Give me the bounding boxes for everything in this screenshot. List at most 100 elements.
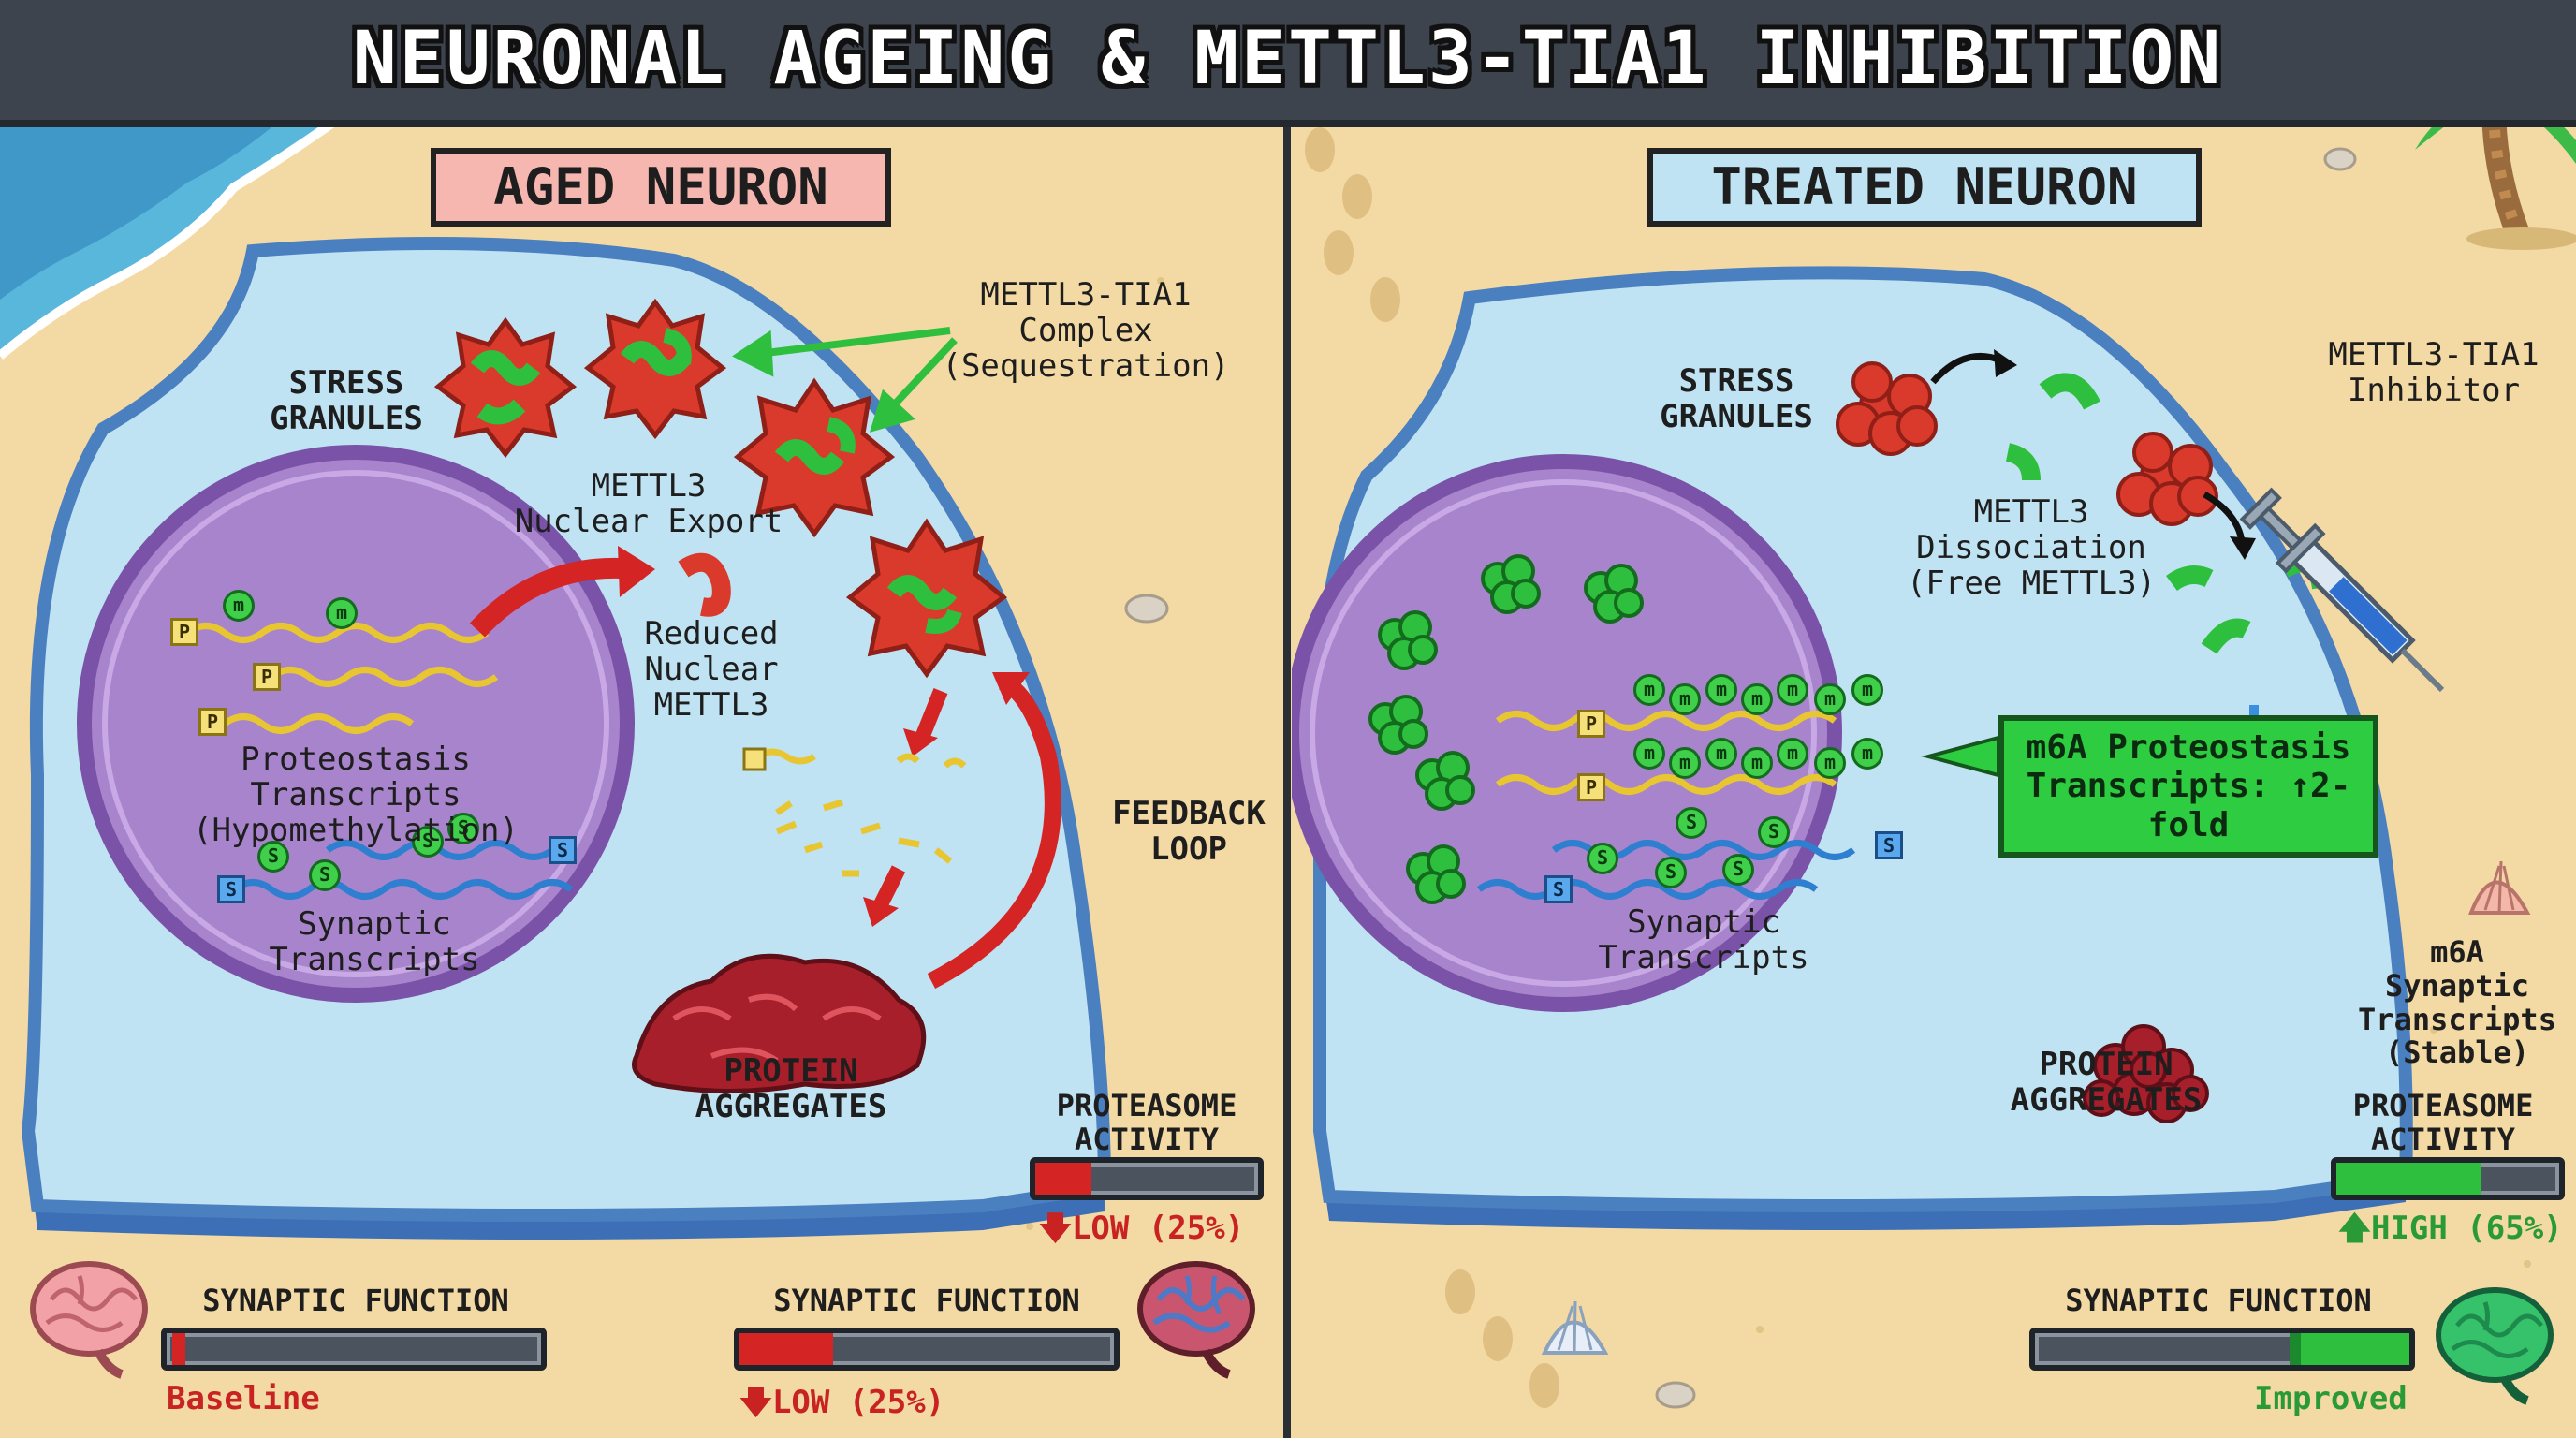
down-arrow xyxy=(872,865,906,910)
aged-proteostasis-transcripts xyxy=(184,623,499,734)
aged-reduced-label: Reduced Nuclear METTL3 xyxy=(644,615,779,725)
aged-complex-label: METTL3-TIA1 Complex (Sequestration) xyxy=(942,276,1230,386)
aged-syn-func-1-label: SYNAPTIC FUNCTION xyxy=(202,1283,509,1318)
s-marker: S xyxy=(1676,807,1707,839)
m-marker: m xyxy=(326,597,358,629)
aged-syn-func-2-label: SYNAPTIC FUNCTION xyxy=(773,1283,1080,1318)
export-arrow xyxy=(469,557,638,638)
brain-icon xyxy=(2436,1287,2554,1405)
s-end-marker: S xyxy=(549,836,577,864)
aged-nucleus xyxy=(77,445,635,1003)
treated-inhibitor-label: METTL3-TIA1 Inhibitor xyxy=(2328,336,2539,410)
treated-protein-aggregates xyxy=(2083,1024,2209,1123)
treated-proteostasis-transcripts xyxy=(1495,711,1837,795)
aged-panel-title: AGED NEURON xyxy=(431,148,891,227)
s-marker: S xyxy=(1758,816,1790,848)
treated-syn-func-label: SYNAPTIC FUNCTION xyxy=(2065,1283,2372,1318)
s-marker: S xyxy=(309,859,341,891)
m-marker: m xyxy=(1633,674,1665,706)
treated-proteasome-fill xyxy=(2336,1163,2481,1195)
mettl3-fragment xyxy=(678,552,731,617)
treated-proteasome-label: PROTEASOME ACTIVITY xyxy=(2352,1088,2534,1157)
p-marker: P xyxy=(253,663,281,691)
aged-proteasome-label: PROTEASOME ACTIVITY xyxy=(1056,1088,1237,1157)
panel-divider xyxy=(1283,120,1291,1438)
m-marker: m xyxy=(1777,738,1808,770)
aged-proteasome-status: 🡇LOW (25%) xyxy=(1039,1210,1245,1247)
treated-syn-func-status: Improved xyxy=(2254,1380,2408,1417)
treated-syn-func-bar xyxy=(2029,1328,2415,1371)
m-marker: m xyxy=(1669,747,1701,779)
m-marker: m xyxy=(1741,747,1773,779)
stress-granule-icon xyxy=(845,518,1008,679)
treated-proteasome-status: 🡅HIGH (65%) xyxy=(2338,1210,2563,1247)
aged-proteasome-fill xyxy=(1035,1163,1091,1195)
aged-proteostasis-label: Proteostasis Transcripts (Hypomethylatio… xyxy=(193,741,519,850)
arrow-down-icon: 🡇 xyxy=(1039,1210,1072,1247)
m-marker: m xyxy=(1814,683,1846,715)
complex-arrows xyxy=(732,327,958,433)
p-marker: P xyxy=(1577,710,1605,738)
m-marker: m xyxy=(1852,674,1883,706)
treated-stress-granules xyxy=(1836,361,2218,526)
treated-synaptic-label: Synaptic Transcripts xyxy=(1598,903,1809,977)
s-end-marker: S xyxy=(217,875,245,903)
m-marker: m xyxy=(1814,747,1846,779)
m-marker: m xyxy=(1633,738,1665,770)
aged-stress-granules xyxy=(433,298,1008,679)
main-title: NEURONAL AGEING & METTL3-TIA1 INHIBITION xyxy=(352,17,2224,101)
down-arrow xyxy=(915,688,948,741)
stress-granule-icon xyxy=(433,316,578,459)
m6a-synaptic-label: m6A Synaptic Transcripts (Stable) xyxy=(2358,934,2556,1071)
seashell-icon xyxy=(1541,1300,1609,1355)
s-marker: S xyxy=(447,813,479,844)
aged-proteasome-bar xyxy=(1030,1157,1264,1200)
arrow-down-icon: 🡇 xyxy=(739,1384,772,1421)
s-end-marker: S xyxy=(1544,875,1573,903)
transcript-fragments xyxy=(756,748,967,877)
title-bar xyxy=(0,0,2576,127)
aged-syn-func-1-bar xyxy=(161,1328,547,1371)
treated-proteasome-bar xyxy=(2331,1157,2565,1200)
aged-syn-func-2-status: 🡇LOW (25%) xyxy=(739,1384,945,1421)
p-marker: P xyxy=(1577,773,1605,801)
aged-protein-aggregates xyxy=(632,953,927,1093)
brain-icon xyxy=(30,1261,148,1379)
treated-dissociation-label: METTL3 Dissociation (Free METTL3) xyxy=(1906,493,2157,603)
arrow-up-icon: 🡅 xyxy=(2338,1210,2371,1247)
m-marker: m xyxy=(1705,674,1737,706)
footprints xyxy=(1305,127,1559,1408)
aged-syn-func-1-status: Baseline xyxy=(167,1380,320,1417)
pebble xyxy=(1655,1381,1696,1409)
stress-granule-icon xyxy=(583,298,727,440)
m-marker: m xyxy=(223,590,255,622)
m-marker: m xyxy=(1669,683,1701,715)
s-end-marker: S xyxy=(1875,831,1903,859)
feedback-loop-label: FEEDBACK LOOP xyxy=(1112,795,1266,869)
stress-granule-icon xyxy=(733,377,896,538)
m-marker: m xyxy=(1741,683,1773,715)
s-marker: S xyxy=(412,826,444,858)
m6a-proteostasis-callout: m6A Proteostasis Transcripts: ↑2-fold xyxy=(1998,715,2378,858)
aged-neuron-diagram xyxy=(21,237,1255,1379)
m-marker: m xyxy=(1852,738,1883,770)
nuclear-mettl3-clusters xyxy=(1368,554,1644,904)
p-marker: P xyxy=(170,618,198,646)
m-marker: m xyxy=(1777,674,1808,706)
s-marker: S xyxy=(1587,843,1618,874)
syringe-icon xyxy=(2239,487,2445,693)
treated-stress-granules-label: STRESS GRANULES xyxy=(1660,362,1813,436)
baseline-marker xyxy=(172,1333,185,1365)
pebble xyxy=(1124,594,1169,624)
brain-icon xyxy=(1137,1261,1255,1379)
aged-syn-func-2-bar xyxy=(734,1328,1120,1371)
seashell-icon xyxy=(2468,860,2531,915)
m-marker: m xyxy=(1705,738,1737,770)
s-marker: S xyxy=(1655,857,1687,888)
aged-aggregates-label: PROTEIN AGGREGATES xyxy=(695,1052,887,1126)
treated-syn-func-marker xyxy=(2290,1333,2301,1365)
aged-synaptic-label: Synaptic Transcripts xyxy=(269,905,480,979)
p-marker: P xyxy=(198,708,227,736)
treated-aggregates-label: PROTEIN AGGREGATES xyxy=(2010,1046,2203,1120)
